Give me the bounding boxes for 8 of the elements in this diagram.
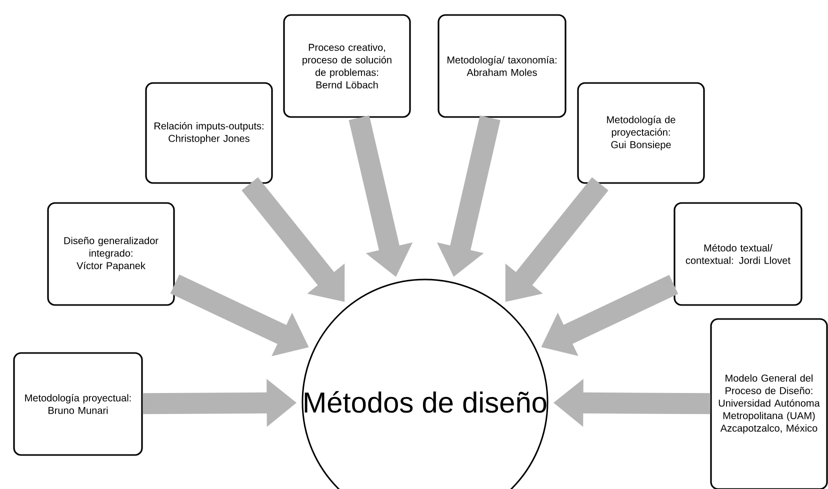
method-box: Método textual/ contextual: Jordi Llovet — [674, 202, 802, 306]
method-box: Relación imputs-outputs: Christopher Jones — [145, 82, 273, 184]
method-box: Metodología de proyectación: Gui Bonsiepe — [577, 82, 705, 184]
method-box: Metodología/ taxonomía: Abraham Moles — [438, 14, 566, 118]
method-box: Proceso creativo, proceso de solución de problemas: Bernd Löbach — [283, 14, 411, 118]
method-box: Metodología proyectual: Bruno Munari — [13, 352, 143, 456]
method-box: Diseño generalizador integrado: Víctor Papanek — [47, 202, 175, 306]
method-box: Modelo General del Proceso de Diseño: Universidad Autónoma Metropolitana (UAM) Azcapotzalco, México — [710, 318, 828, 489]
